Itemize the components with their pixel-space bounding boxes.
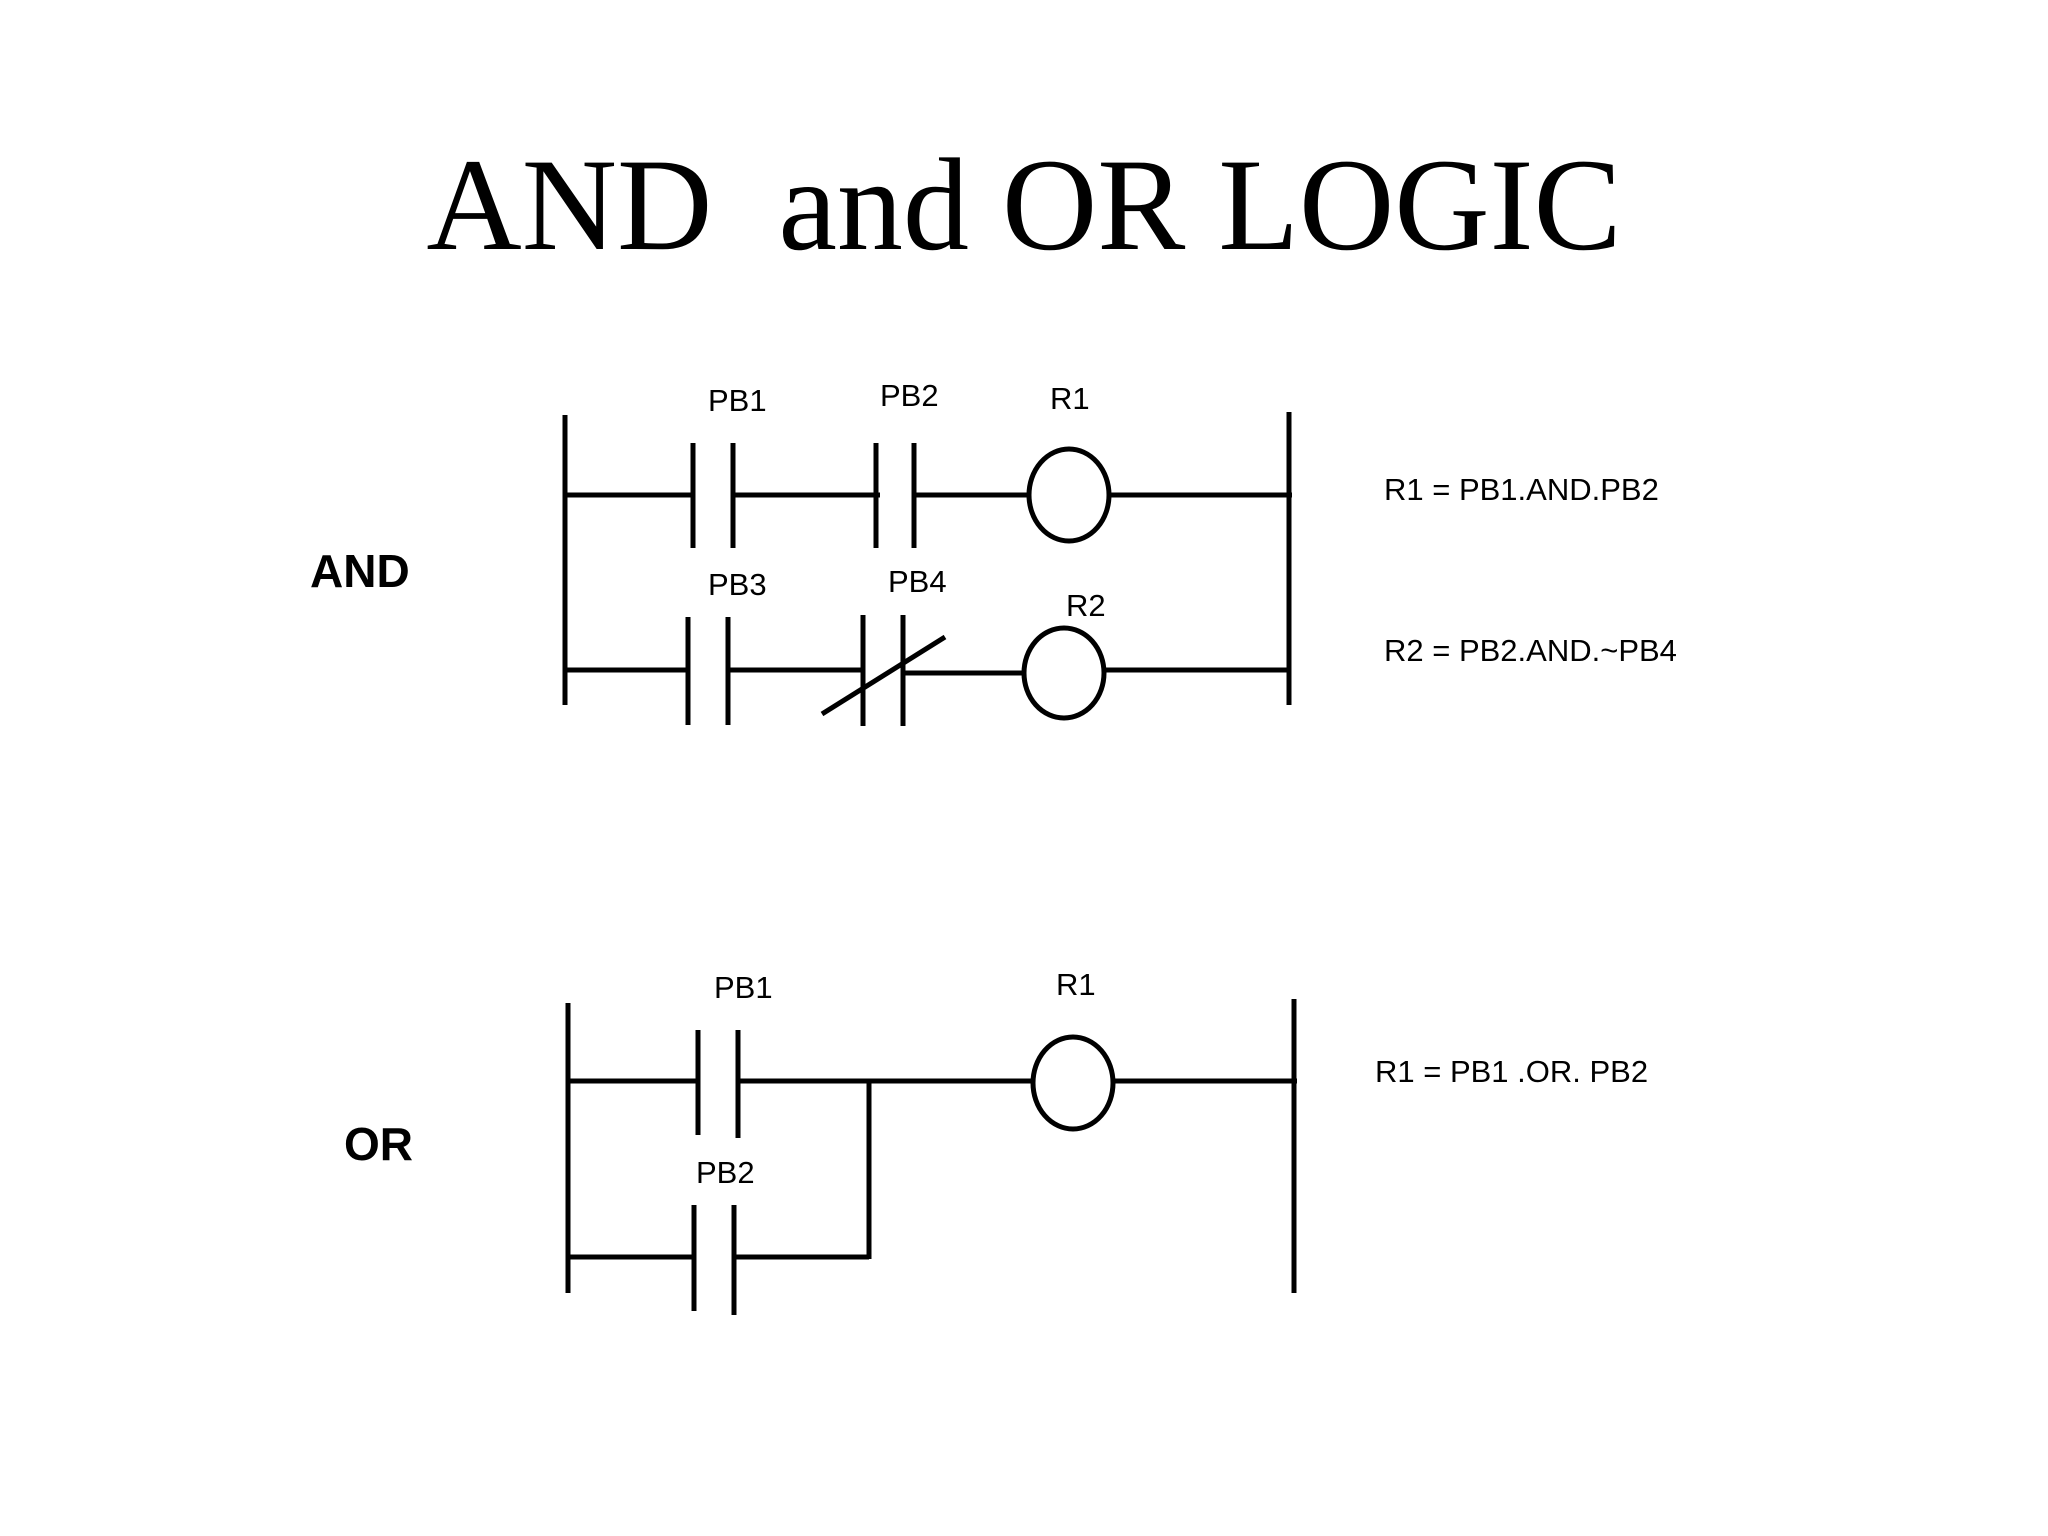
- nc-contact-slash: [820, 634, 947, 717]
- and-rung-1: PB1 PB2 R1 R1 = PB1.AND.PB2: [565, 378, 1659, 548]
- contact-pb4-label: PB4: [888, 564, 947, 599]
- slide-title: AND and OR LOGIC: [426, 131, 1622, 278]
- coil-r1: [1026, 446, 1112, 544]
- and-rung-2: PB3 PB4 R2 R2 = PB2.AND.~PB4: [565, 564, 1677, 726]
- equation-r2-and: R2 = PB2.AND.~PB4: [1384, 633, 1677, 668]
- or-ladder: OR PB1 PB2 R1 R1 = PB1 .OR. PB2: [344, 967, 1648, 1315]
- contact-pb1-label: PB1: [708, 383, 767, 418]
- coil-r2: [1021, 625, 1107, 721]
- contact-pb2-label: PB2: [696, 1155, 755, 1190]
- coil-r2-label: R2: [1066, 588, 1106, 623]
- equation-r1-and: R1 = PB1.AND.PB2: [1384, 472, 1659, 507]
- and-ladder: AND PB1 PB2 R1 R1 = PB1.AND.PB2: [310, 378, 1677, 726]
- and-section-label: AND: [310, 545, 410, 597]
- contact-pb1-label: PB1: [714, 970, 773, 1005]
- coil-r1-or: [1030, 1034, 1116, 1132]
- coil-r1-label: R1: [1050, 381, 1090, 416]
- or-section-label: OR: [344, 1118, 413, 1170]
- contact-pb2-label: PB2: [880, 378, 939, 413]
- coil-r1-label: R1: [1056, 967, 1096, 1002]
- contact-pb3-label: PB3: [708, 567, 767, 602]
- equation-r1-or: R1 = PB1 .OR. PB2: [1375, 1054, 1648, 1089]
